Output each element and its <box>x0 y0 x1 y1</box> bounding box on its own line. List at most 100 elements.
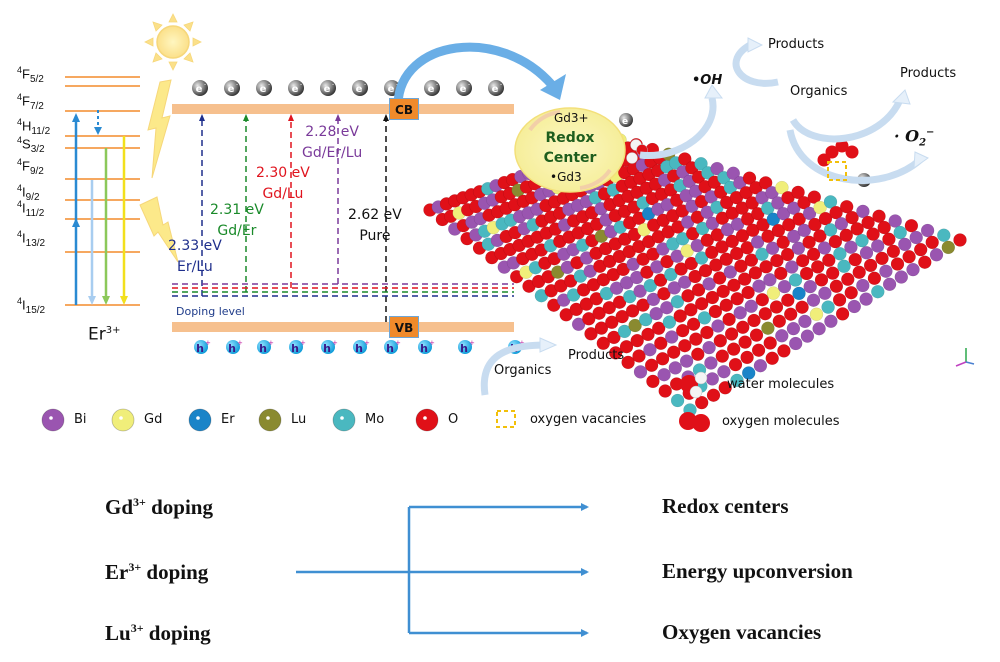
lattice-atom <box>770 253 784 268</box>
lattice-atom <box>866 227 880 241</box>
lattice-atom <box>694 395 709 410</box>
gap-label-gd-er: 2.31 eV Gd/Er <box>210 202 264 239</box>
lattice-atom <box>715 349 730 363</box>
lattice-atom <box>761 229 775 244</box>
lattice-atom <box>749 328 764 342</box>
lattice-atom <box>835 307 850 321</box>
lattice-atom <box>697 311 712 325</box>
lattice-atom <box>736 320 750 335</box>
lattice-atom <box>758 306 773 321</box>
atom-legend-swatch <box>258 408 282 432</box>
lattice-atom <box>632 349 646 363</box>
lattice-atom <box>628 318 642 333</box>
conduction-band <box>172 104 514 114</box>
lattice-atom <box>809 307 824 322</box>
lattice-atom <box>582 312 596 326</box>
lattice-atom <box>829 205 843 220</box>
lattice-atom <box>643 342 657 357</box>
hole-icon: h+ <box>226 339 243 355</box>
lattice-atom <box>710 161 724 176</box>
redox-center-bubble <box>514 107 626 193</box>
lattice-atom <box>612 295 627 309</box>
lattice-atom <box>660 300 674 315</box>
lattice-atom <box>719 298 734 312</box>
lattice-atom <box>700 325 714 340</box>
lattice-atom <box>681 289 695 303</box>
summary-effect-upconversion: Energy upconversion <box>662 559 853 583</box>
lattice-atom <box>684 256 699 271</box>
lattice-atom <box>798 314 812 329</box>
summary-arrows <box>296 503 589 637</box>
lattice-atom <box>814 273 829 287</box>
lattice-atom <box>765 351 779 366</box>
lattice-atom <box>953 233 967 247</box>
svg-text:h: h <box>386 342 394 355</box>
lattice-atom <box>818 286 832 301</box>
atom-legend-label: O <box>448 412 459 427</box>
svg-text:e: e <box>196 84 203 95</box>
svg-text:-: - <box>236 81 238 88</box>
lattice-atom <box>817 241 832 255</box>
oxygen-vacancy-marker <box>827 161 847 181</box>
lattice-atom <box>740 241 754 255</box>
lattice-atom <box>742 171 757 185</box>
oxygen-legend-label: oxygen molecules <box>722 414 840 429</box>
lattice-atom <box>791 241 806 256</box>
lattice-atom <box>877 220 891 235</box>
energy-level-label: 4I13/2 <box>17 229 46 249</box>
lattice-atom <box>705 290 720 305</box>
upconversion-arrows <box>72 110 128 305</box>
lattice-atom <box>719 252 734 267</box>
lattice-atom <box>666 345 681 359</box>
lattice-atom <box>704 356 718 370</box>
lattice-atom <box>654 336 668 351</box>
electron-icon: e- <box>192 80 208 96</box>
lattice-atom <box>937 228 951 242</box>
lattice-atom <box>755 247 769 261</box>
svg-text:-: - <box>436 81 438 88</box>
energy-level-label: 4F7/2 <box>17 92 44 112</box>
lattice-atom <box>802 206 817 221</box>
lattice-atom <box>913 242 928 257</box>
lattice-atom <box>918 255 932 269</box>
lattice-atom <box>689 332 703 346</box>
lattice-atom <box>741 285 755 300</box>
lattice-atom <box>688 269 702 284</box>
redox-gd-reduced: •Gd3 <box>550 170 582 184</box>
hole-icon: h+ <box>257 339 274 355</box>
energy-level-label: 4I15/2 <box>17 296 46 316</box>
energy-level-label: 4F9/2 <box>17 157 44 177</box>
lattice-atom <box>667 281 682 295</box>
lattice-atom <box>746 223 760 238</box>
atom-legend-swatch <box>332 408 356 432</box>
lattice-atom <box>702 340 716 355</box>
lattice-atom <box>856 278 870 293</box>
lattice-atom <box>694 251 709 265</box>
lattice-atom <box>841 272 855 287</box>
hole-icon: h+ <box>384 339 401 355</box>
lattice-atom <box>834 216 849 231</box>
lattice-atom <box>832 293 847 307</box>
lattice-atom <box>775 180 789 195</box>
lattice-atom <box>795 300 809 314</box>
lattice-atom <box>763 336 777 350</box>
lattice-atom <box>646 374 660 389</box>
lattice-atom <box>872 209 886 223</box>
lattice-atom <box>772 314 787 328</box>
lattice-atom <box>847 299 862 314</box>
electron-icon: e- <box>224 80 240 96</box>
oxygen-molecule-icon <box>679 412 710 432</box>
lattice-atom <box>813 200 827 215</box>
lattice-atom <box>605 315 619 330</box>
lattice-atom <box>596 336 611 351</box>
lattice-atom <box>782 218 796 232</box>
lattice-atom <box>630 333 644 348</box>
lattice-atom <box>818 211 833 226</box>
svg-text:h: h <box>291 342 299 355</box>
organics-label-2: Organics <box>494 363 552 378</box>
lattice-atom <box>925 235 939 250</box>
lattice-atom <box>670 393 685 408</box>
svg-text:+: + <box>364 339 370 347</box>
lattice-atom <box>752 279 766 293</box>
lattice-atom <box>759 260 773 274</box>
